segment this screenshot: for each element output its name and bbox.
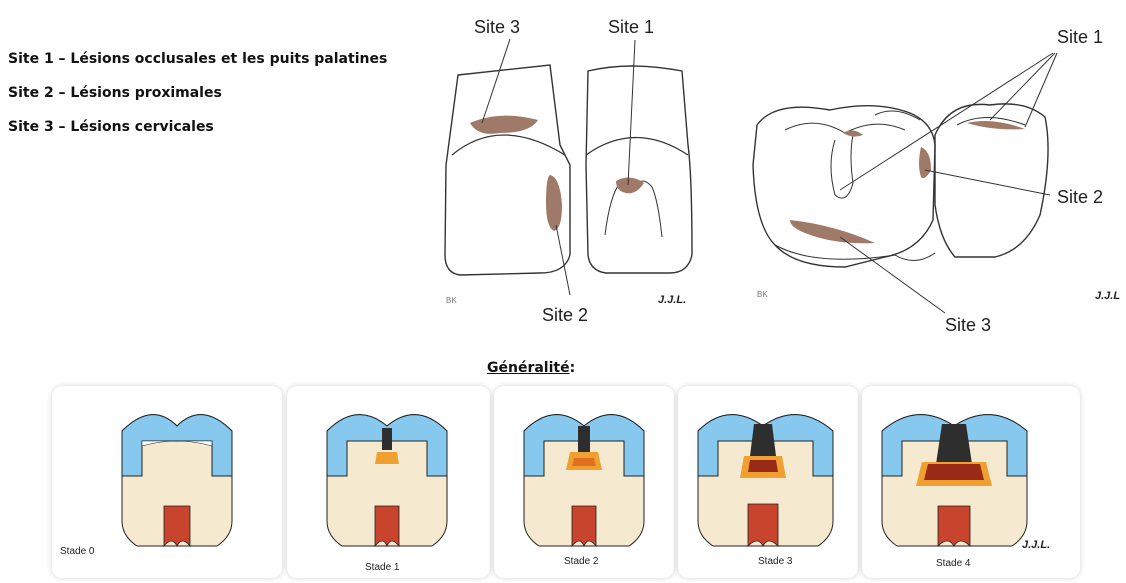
lesion-palatal-pit bbox=[616, 177, 644, 193]
stage-1-tooth bbox=[287, 386, 490, 578]
molar-crown bbox=[753, 106, 935, 267]
lesion-proximal-left bbox=[546, 175, 562, 231]
label-site-2-right: Site 2 bbox=[1057, 187, 1103, 207]
site-legend: Site 1 – Lésions occlusales et les puits… bbox=[8, 50, 387, 152]
initials-left: BK bbox=[446, 296, 457, 305]
section-title-text: Généralité bbox=[487, 360, 570, 376]
label-site-2-left: Site 2 bbox=[542, 305, 588, 325]
label-site-3-left: Site 3 bbox=[474, 17, 520, 37]
label-site-1-right: Site 1 bbox=[1057, 27, 1103, 47]
stage-1-panel: Stade 1 bbox=[287, 386, 490, 578]
stage-0-label: Stade 0 bbox=[60, 546, 94, 557]
lesion-cervical-left bbox=[470, 116, 538, 134]
lesion-proximal-premolar bbox=[919, 147, 931, 178]
stage-2-tooth bbox=[494, 386, 674, 578]
label-site-1-left: Site 1 bbox=[608, 17, 654, 37]
lesion-occlusal-molar bbox=[843, 130, 863, 136]
stage-3-label: Stade 3 bbox=[758, 556, 792, 567]
molar-teeth-diagram: Site 1 Site 2 Site 3 J.J.L. BK bbox=[735, 5, 1120, 345]
section-title: Généralité: bbox=[487, 360, 575, 376]
incisor-labial bbox=[445, 65, 570, 275]
stage-4-tooth: J.J.L. bbox=[862, 386, 1080, 578]
stage-4-label: Stade 4 bbox=[936, 558, 970, 569]
stage-3-tooth bbox=[678, 386, 858, 578]
incisor-palatal bbox=[586, 66, 692, 273]
stage-2-panel: Stade 2 bbox=[494, 386, 674, 578]
legend-site-3: Site 3 – Lésions cervicales bbox=[8, 118, 387, 152]
stage-3-panel: Stade 3 bbox=[678, 386, 858, 578]
legend-site-1: Site 1 – Lésions occlusales et les puits… bbox=[8, 50, 387, 84]
legend-site-2: Site 2 – Lésions proximales bbox=[8, 84, 387, 118]
initials-right: BK bbox=[757, 290, 768, 299]
signature-left: J.J.L. bbox=[658, 294, 686, 306]
section-title-suffix: : bbox=[570, 360, 576, 376]
label-site-3-right: Site 3 bbox=[945, 315, 991, 335]
stage-1-label: Stade 1 bbox=[365, 562, 399, 573]
anterior-teeth-diagram: Site 3 Site 1 Site 2 J.J.L. BK bbox=[430, 5, 720, 345]
signature-right: J.J.L. bbox=[1095, 290, 1120, 302]
stage-4-panel: J.J.L. Stade 4 bbox=[862, 386, 1080, 578]
stage-0-panel: Stade 0 bbox=[52, 386, 282, 578]
stage-2-label: Stade 2 bbox=[564, 556, 598, 567]
lesion-cervical-molar bbox=[790, 220, 875, 243]
signature-stages: J.J.L. bbox=[1022, 539, 1050, 551]
